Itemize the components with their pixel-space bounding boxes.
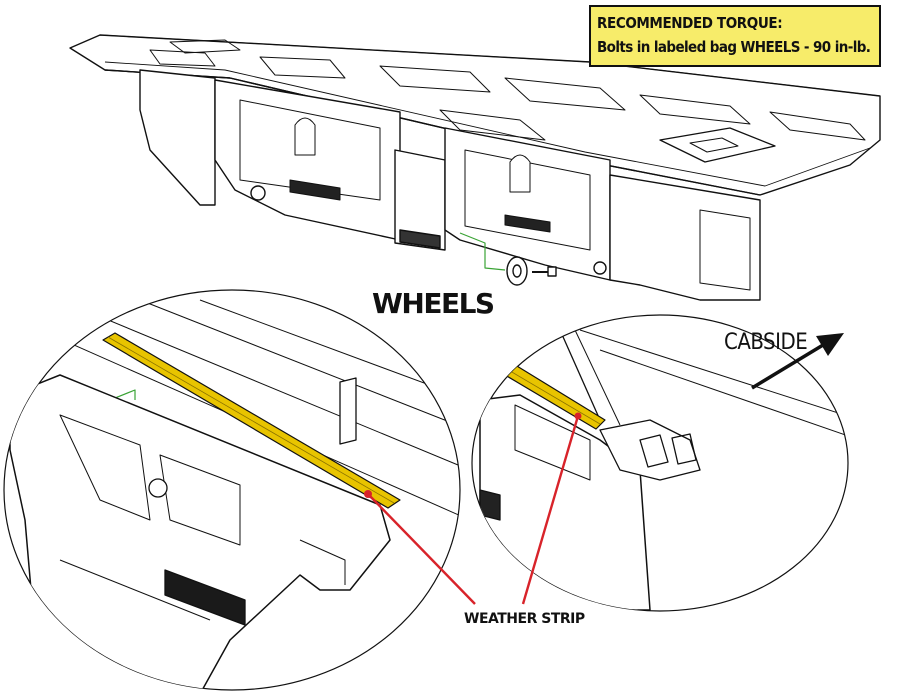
- detail-view-left: [3, 289, 461, 691]
- direction-label: CABSIDE: [724, 330, 808, 355]
- weather-strip-leaders: [367, 415, 580, 605]
- torque-callout-title: RECOMMENDED TORQUE:: [597, 14, 783, 32]
- detail-view-right: [471, 314, 849, 612]
- torque-callout-text: Bolts in labeled bag WHEELS - 90 in-lb.: [597, 38, 871, 56]
- weather-strip-label: WEATHER STRIP: [464, 611, 585, 627]
- section-title: WHEELS: [372, 287, 495, 320]
- drawer-system-overview: [69, 34, 881, 301]
- torque-callout: RECOMMENDED TORQUE: Bolts in labeled bag…: [589, 5, 881, 67]
- cabside-arrow: [751, 333, 844, 390]
